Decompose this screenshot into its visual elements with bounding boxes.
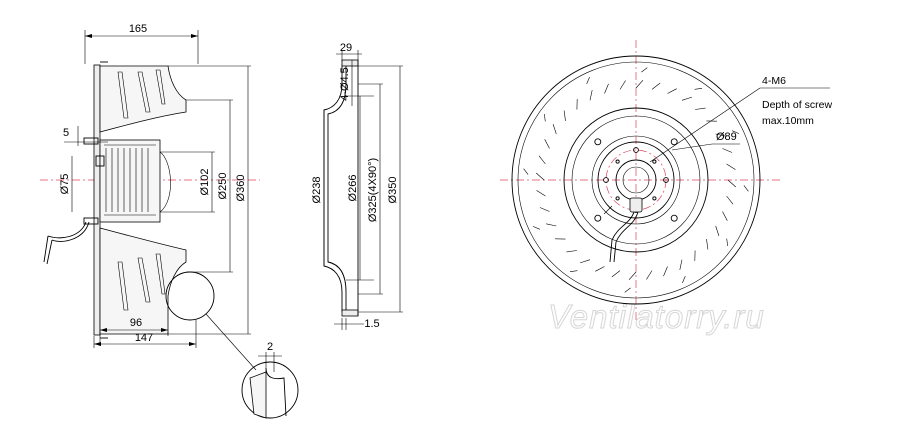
blade-tick — [681, 96, 692, 101]
blade-tick — [624, 287, 631, 293]
connector-box — [629, 197, 643, 213]
blade-tick — [628, 271, 637, 281]
dim-102: Ø102 — [199, 169, 211, 196]
shroud-hole — [594, 214, 602, 222]
blade-ticks — [523, 67, 749, 293]
blade-tick — [679, 259, 683, 270]
blade-tick — [726, 195, 734, 205]
blade-tick — [646, 270, 653, 280]
hub-bolts — [603, 147, 669, 213]
detail-view: 2 — [241, 341, 299, 419]
blade-tick — [743, 185, 749, 192]
blade-tick — [726, 163, 736, 170]
blade-tick — [706, 239, 709, 250]
blade-tick — [695, 107, 706, 110]
side-view: 165 5 Ø75 Ø102 Ø250 Ø360 96 — [40, 23, 260, 371]
dim-5: 5 — [63, 127, 69, 139]
detail-circle — [241, 361, 299, 419]
hub-bolt — [652, 196, 657, 201]
blade-tick — [619, 80, 626, 90]
hub-bolt — [603, 177, 609, 183]
blade-tick — [544, 113, 546, 122]
blade-tick — [544, 139, 550, 149]
blade-tick — [589, 90, 593, 101]
blade-tick — [722, 148, 733, 153]
blade-tick — [523, 168, 529, 175]
blade-tick — [663, 266, 668, 277]
blade-tick — [682, 275, 686, 284]
blade-tick — [641, 67, 648, 73]
watermark: Ventilatorry.ru — [548, 298, 765, 335]
hub-bolt — [615, 196, 620, 201]
blade-tick — [546, 223, 557, 227]
blade-tick — [563, 110, 566, 121]
upper-blades — [99, 65, 187, 133]
hub-bolt — [633, 147, 639, 153]
dim-detail-2: 2 — [267, 341, 273, 353]
blade-tick — [715, 133, 726, 137]
inner-shroud — [563, 107, 709, 253]
blade-tick — [731, 130, 740, 134]
hub-bolt — [615, 159, 620, 164]
dim-holes: 4-Ø4.5 — [339, 67, 351, 101]
blade-tick — [635, 79, 644, 89]
blade-tick — [586, 76, 590, 85]
blade-tick — [595, 266, 605, 272]
blade-tick — [604, 83, 609, 94]
dim-29: 29 — [340, 42, 352, 54]
blade-tick — [569, 270, 578, 272]
outer-rim — [511, 55, 761, 305]
shroud-hole — [670, 138, 678, 146]
dim-350: Ø350 — [387, 177, 399, 204]
blade-tick — [651, 82, 661, 90]
blade-tick — [611, 270, 621, 278]
ring-profile-view: 29 4-Ø4.5 Ø238 Ø266 Ø325(4X90°) Ø350 1.5 — [311, 42, 403, 330]
dim-325: Ø325(4X90°) — [367, 158, 379, 222]
hub-bolt — [652, 159, 657, 164]
blade-tick — [727, 179, 737, 188]
dim-147: 147 — [135, 332, 153, 344]
blade-tick — [539, 207, 550, 212]
blade-tick — [694, 88, 703, 90]
thread-label: 4-M6 — [762, 75, 786, 87]
blade-tick — [667, 88, 677, 94]
lower-blades — [99, 227, 187, 335]
back-plate — [93, 64, 101, 336]
front-view: 4-M6 Depth of screw max.10mm Ø89 — [500, 40, 832, 320]
detail-marker-circle — [165, 271, 215, 321]
screw-depth-label-2: max.10mm — [762, 115, 814, 127]
dim-266: Ø266 — [347, 175, 359, 202]
dim-75: Ø75 — [59, 174, 71, 195]
blade-tick — [536, 190, 546, 197]
blade-tick — [726, 238, 728, 247]
shroud-hole — [594, 138, 602, 146]
screw-depth-label-1: Depth of screw — [762, 99, 832, 111]
shroud-hole — [670, 214, 678, 222]
dim-238: Ø238 — [311, 177, 323, 204]
blade-tick — [722, 211, 728, 221]
front-cable — [609, 211, 635, 263]
dim-1-5: 1.5 — [364, 318, 379, 330]
cable — [43, 221, 87, 263]
dim-250: Ø250 — [217, 173, 229, 200]
blade-tick — [580, 259, 591, 264]
blade-tick — [715, 225, 720, 236]
dim-360: Ø360 — [235, 175, 247, 202]
blade-tick — [538, 155, 546, 165]
shroud-holes — [594, 138, 678, 222]
dim-165: 165 — [129, 23, 147, 35]
hub-bolt — [663, 177, 669, 183]
blade-tick — [535, 172, 545, 181]
dim-96: 96 — [130, 317, 142, 329]
blade-tick — [566, 250, 577, 253]
dim-89: Ø89 — [716, 131, 737, 143]
blade-tick — [552, 124, 557, 135]
blade-tick — [532, 226, 541, 230]
